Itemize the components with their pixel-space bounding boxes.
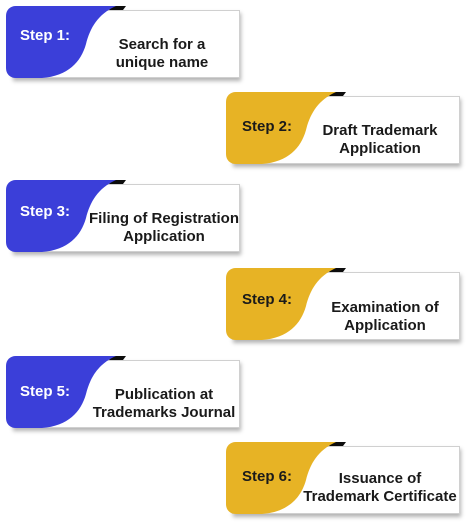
step-5-line-2: Trademarks Journal [92, 404, 236, 421]
step-5-card: Step 5: Publication at Trademarks Journa… [6, 356, 244, 428]
step-1-badge [6, 6, 116, 78]
step-4-description: Examination of Application [310, 299, 460, 335]
step-2-line-2: Application [339, 140, 421, 157]
step-5-line-1: Publication at [114, 386, 214, 403]
step-4-label: Step 4: [242, 291, 293, 308]
step-1-description: Search for a unique name [92, 36, 232, 72]
step-5-description: Publication at Trademarks Journal [84, 386, 244, 422]
step-6-line-2: Trademark Certificate [303, 488, 457, 505]
step-3-line-1: Filing of Registration [89, 210, 239, 227]
step-2-label: Step 2: [242, 118, 293, 135]
step-4-badge [226, 268, 336, 340]
step-6-description: Issuance of Trademark Certificate [298, 470, 462, 506]
step-1-card: Step 1: Search for a unique name [6, 6, 242, 78]
step-2-line-1: Draft Trademark [322, 122, 438, 139]
step-2-badge [226, 92, 336, 164]
step-6-label: Step 6: [242, 468, 293, 485]
step-3-label: Step 3: [20, 203, 71, 220]
step-4-line-1: Examination of [331, 299, 439, 316]
step-1-line-1: Search for a [118, 36, 206, 53]
step-6-card: Step 6: Issuance of Trademark Certificat… [226, 442, 462, 514]
step-1-label: Step 1: [20, 27, 71, 44]
step-6-badge [226, 442, 336, 514]
step-3-line-2: Application [123, 228, 205, 245]
step-3-badge [6, 180, 116, 252]
step-2-card: Step 2: Draft Trademark Application [226, 92, 462, 164]
step-4-line-2: Application [344, 317, 426, 334]
step-3-card: Step 3: Filing of Registration Applicati… [6, 180, 244, 252]
step-1-line-2: unique name [115, 54, 209, 71]
step-6-line-1: Issuance of [338, 470, 422, 487]
step-2-description: Draft Trademark Application [310, 122, 450, 158]
step-4-card: Step 4: Examination of Application [226, 268, 462, 340]
step-5-badge [6, 356, 116, 428]
step-5-label: Step 5: [20, 383, 71, 400]
step-3-description: Filing of Registration Application [84, 210, 244, 246]
